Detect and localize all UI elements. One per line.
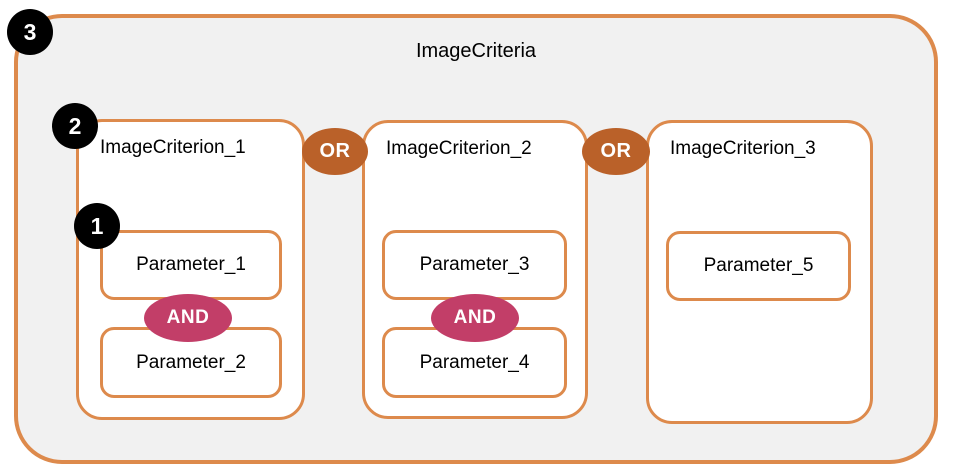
parameter-5-label: Parameter_5 — [703, 255, 814, 276]
parameter-3-label: Parameter_3 — [419, 254, 530, 275]
parameter-4-label: Parameter_4 — [419, 351, 530, 373]
step-marker-1-number: 1 — [90, 212, 104, 239]
image-criterion-1-label: ImageCriterion_1 — [100, 137, 246, 158]
parameter-5-box: Parameter_5 — [666, 231, 851, 301]
step-marker-3: 3 — [7, 9, 53, 55]
image-criterion-3-label: ImageCriterion_3 — [670, 138, 816, 159]
parameter-1-box: Parameter_1 — [100, 230, 282, 300]
parameter-2-label: Parameter_2 — [136, 351, 246, 373]
and-badge-2: AND — [431, 294, 519, 342]
parameter-3-box: Parameter_3 — [382, 230, 567, 300]
and-badge-2-label: AND — [453, 307, 497, 328]
image-criterion-2-label: ImageCriterion_2 — [386, 138, 532, 159]
and-badge-1-label: AND — [166, 307, 210, 328]
or-badge-2-label: OR — [600, 140, 632, 162]
or-badge-1-label: OR — [319, 140, 351, 162]
step-marker-2-number: 2 — [68, 112, 82, 139]
image-criteria-title: ImageCriteria — [415, 40, 537, 62]
or-badge-2: OR — [582, 128, 650, 175]
parameter-1-label: Parameter_1 — [136, 254, 246, 275]
step-marker-2: 2 — [52, 103, 98, 149]
step-marker-3-number: 3 — [23, 18, 37, 45]
or-badge-1: OR — [302, 128, 368, 175]
and-badge-1: AND — [144, 294, 232, 342]
step-marker-1: 1 — [74, 203, 120, 249]
